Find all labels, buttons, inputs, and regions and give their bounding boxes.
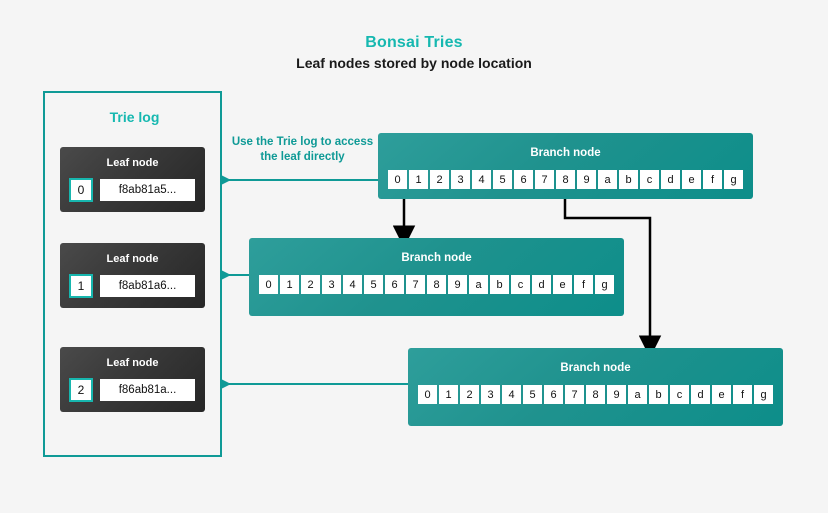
branch-node-1-cell-a[interactable]: a <box>598 170 617 189</box>
branch-node-1-cell-5[interactable]: 5 <box>493 170 512 189</box>
branch-node-1-cell-4[interactable]: 4 <box>472 170 491 189</box>
branch-node-3-cell-d[interactable]: d <box>691 385 710 404</box>
branch-node-1-cell-c[interactable]: c <box>640 170 659 189</box>
branch-node-3-cell-5[interactable]: 5 <box>523 385 542 404</box>
leaf-node-1-label: Leaf node <box>106 253 159 265</box>
branch-node-1-cell-1[interactable]: 1 <box>409 170 428 189</box>
branch-node-2-cell-f[interactable]: f <box>574 275 593 294</box>
branch-node-1-cell-6[interactable]: 6 <box>514 170 533 189</box>
annotation-text: Use the Trie log to access the leaf dire… <box>231 136 374 163</box>
branch-node-2-cell-5[interactable]: 5 <box>364 275 383 294</box>
page-subtitle: Leaf nodes stored by node location <box>296 55 532 71</box>
branch-node-3-cell-3[interactable]: 3 <box>481 385 500 404</box>
branch-node-2-cell-2[interactable]: 2 <box>301 275 320 294</box>
leaf-node-1-index: 1 <box>69 274 93 298</box>
branch-node-3-cell-6[interactable]: 6 <box>544 385 563 404</box>
trie-log-title: Trie log <box>109 109 160 125</box>
branch-node-3-cell-c[interactable]: c <box>670 385 689 404</box>
branch-node-2-cell-8[interactable]: 8 <box>427 275 446 294</box>
branch-node-2-cell-d[interactable]: d <box>532 275 551 294</box>
branch-node-2-cell-b[interactable]: b <box>490 275 509 294</box>
branch-node-3-cell-7[interactable]: 7 <box>565 385 584 404</box>
branch-node-3-cell-2[interactable]: 2 <box>460 385 479 404</box>
branch-node-1-cell-d[interactable]: d <box>661 170 680 189</box>
leaf-node-0[interactable]: Leaf node 0 f8ab81a5... <box>60 147 205 212</box>
branch-node-3-cell-1[interactable]: 1 <box>439 385 458 404</box>
branch-node-3-cell-b[interactable]: b <box>649 385 668 404</box>
branch-node-1-cell-e[interactable]: e <box>682 170 701 189</box>
leaf-node-2-index: 2 <box>69 378 93 402</box>
branch-node-1-cell-f[interactable]: f <box>703 170 722 189</box>
branch-node-2-cell-a[interactable]: a <box>469 275 488 294</box>
branch-node-1-cell-g[interactable]: g <box>724 170 743 189</box>
branch-node-3-cell-4[interactable]: 4 <box>502 385 521 404</box>
page-title: Bonsai Tries <box>365 34 463 51</box>
leaf-node-1-row: 1 f8ab81a6... <box>69 274 195 298</box>
leaf-node-2-row: 2 f86ab81a... <box>69 378 195 402</box>
branch-node-2-cell-c[interactable]: c <box>511 275 530 294</box>
branch-node-1-cell-2[interactable]: 2 <box>430 170 449 189</box>
branch-node-3-cell-0[interactable]: 0 <box>418 385 437 404</box>
branch-node-3-cell-9[interactable]: 9 <box>607 385 626 404</box>
leaf-node-2-label: Leaf node <box>106 357 159 369</box>
branch-node-3-cell-e[interactable]: e <box>712 385 731 404</box>
leaf-node-2-hash: f86ab81a... <box>100 379 195 401</box>
branch-node-2-cell-4[interactable]: 4 <box>343 275 362 294</box>
leaf-node-1-hash: f8ab81a6... <box>100 275 195 297</box>
branch-node-3-cell-a[interactable]: a <box>628 385 647 404</box>
branch-node-2-cell-0[interactable]: 0 <box>259 275 278 294</box>
leaf-node-0-hash: f8ab81a5... <box>100 179 195 201</box>
leaf-node-0-index: 0 <box>69 178 93 202</box>
branch-node-3-label: Branch node <box>560 362 631 374</box>
branch-node-1-label: Branch node <box>530 147 601 159</box>
branch-node-2-label: Branch node <box>401 252 472 264</box>
branch-node-1-cell-8[interactable]: 8 <box>556 170 575 189</box>
branch-node-3-cell-8[interactable]: 8 <box>586 385 605 404</box>
branch-node-2-cell-e[interactable]: e <box>553 275 572 294</box>
leaf-node-0-row: 0 f8ab81a5... <box>69 178 195 202</box>
branch-node-1-cell-0[interactable]: 0 <box>388 170 407 189</box>
branch-node-1-cell-9[interactable]: 9 <box>577 170 596 189</box>
branch-node-3-cell-g[interactable]: g <box>754 385 773 404</box>
leaf-node-2[interactable]: Leaf node 2 f86ab81a... <box>60 347 205 412</box>
branch-node-1-cell-7[interactable]: 7 <box>535 170 554 189</box>
leaf-node-1[interactable]: Leaf node 1 f8ab81a6... <box>60 243 205 308</box>
branch-node-2-cell-g[interactable]: g <box>595 275 614 294</box>
branch-node-2-cell-3[interactable]: 3 <box>322 275 341 294</box>
branch-node-2-cell-6[interactable]: 6 <box>385 275 404 294</box>
branch-node-3-cell-f[interactable]: f <box>733 385 752 404</box>
branch-node-2-cell-1[interactable]: 1 <box>280 275 299 294</box>
branch-node-1-cell-b[interactable]: b <box>619 170 638 189</box>
branch-node-2-cell-9[interactable]: 9 <box>448 275 467 294</box>
leaf-node-0-label: Leaf node <box>106 157 159 169</box>
wire-branch1-cell8-to-branch3 <box>563 190 662 358</box>
branch-node-1-cell-3[interactable]: 3 <box>451 170 470 189</box>
branch-node-2-cell-7[interactable]: 7 <box>406 275 425 294</box>
